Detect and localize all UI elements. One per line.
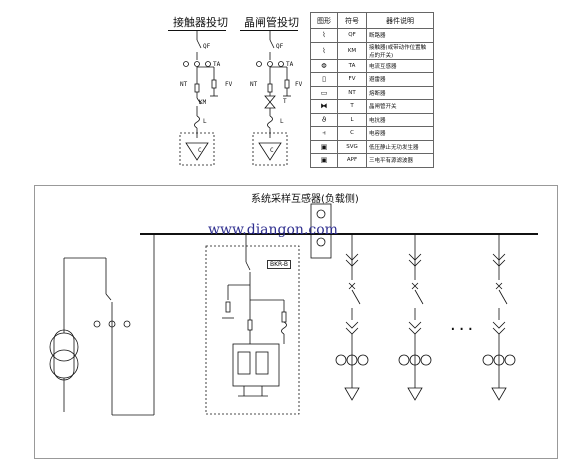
legend-row: ϑ L 电抗器 xyxy=(310,112,434,127)
ta-label: TA xyxy=(213,61,221,68)
load-feeder-1 xyxy=(335,234,369,401)
legend-row: ⌇ KM 接触器(或带动作位置触点的开关) xyxy=(310,41,434,60)
c-label-2: C xyxy=(270,147,274,154)
legend-row: ▣ APF 三电平有源滤波器 xyxy=(310,153,434,168)
legend-desc: 接触器(或带动作位置触点的开关) xyxy=(366,41,434,60)
title-underline xyxy=(240,30,298,31)
compensation-cabinet-box xyxy=(205,245,300,415)
compensation-branch xyxy=(222,234,287,397)
legend-row: Φ TA 电流互感器 xyxy=(310,58,434,73)
watermark-text: www.diangon.com xyxy=(208,222,338,238)
fv-label: FV xyxy=(225,81,233,88)
nt-label: NT xyxy=(180,81,188,88)
load-feeder-3 xyxy=(482,234,516,401)
thyristor-branch-schematic xyxy=(252,30,291,166)
l-label-2: L xyxy=(280,118,284,125)
more-feeders-ellipsis: ... xyxy=(450,314,477,335)
nt-label-2: NT xyxy=(250,81,258,88)
qf-label: QF xyxy=(203,43,211,50)
transformer-feed xyxy=(49,234,155,416)
ta-label-2: TA xyxy=(286,61,294,68)
legend-row: ⧓ T 晶闸管开关 xyxy=(310,99,434,114)
legend-table: 图形 符号 器件说明 ⌇ QF 断路器 ⌇ KM 接触器(或带动作位置触点的开关… xyxy=(310,12,434,168)
thyristor-switching-title: 晶闸管投切 xyxy=(244,16,299,29)
contactor-switching-title: 接触器投切 xyxy=(173,16,228,29)
legend-header-graphic: 图形 xyxy=(310,12,338,29)
l-label: L xyxy=(203,118,207,125)
fv-label-2: FV xyxy=(295,81,303,88)
contactor-branch-schematic xyxy=(179,30,218,166)
legend-row: ⫞ C 电容器 xyxy=(310,126,434,141)
t-label: T xyxy=(283,98,287,105)
legend-row: ▭ NT 熔断器 xyxy=(310,85,434,100)
km-label: KM xyxy=(199,99,207,106)
qf-label-2: QF xyxy=(276,43,284,50)
legend-code: APF xyxy=(337,153,367,168)
bkr-controller-label: BKR-B xyxy=(267,260,292,269)
legend-desc: 三电平有源滤波器 xyxy=(366,153,434,168)
system-sampling-title: 系统采样互感器(负载侧) xyxy=(251,194,359,205)
system-diagram-frame xyxy=(34,185,558,459)
load-feeder-2 xyxy=(398,234,432,401)
c-label: C xyxy=(198,147,202,154)
system-sampling-ct xyxy=(310,203,332,259)
legend-header-description: 器件说明 xyxy=(366,12,434,29)
